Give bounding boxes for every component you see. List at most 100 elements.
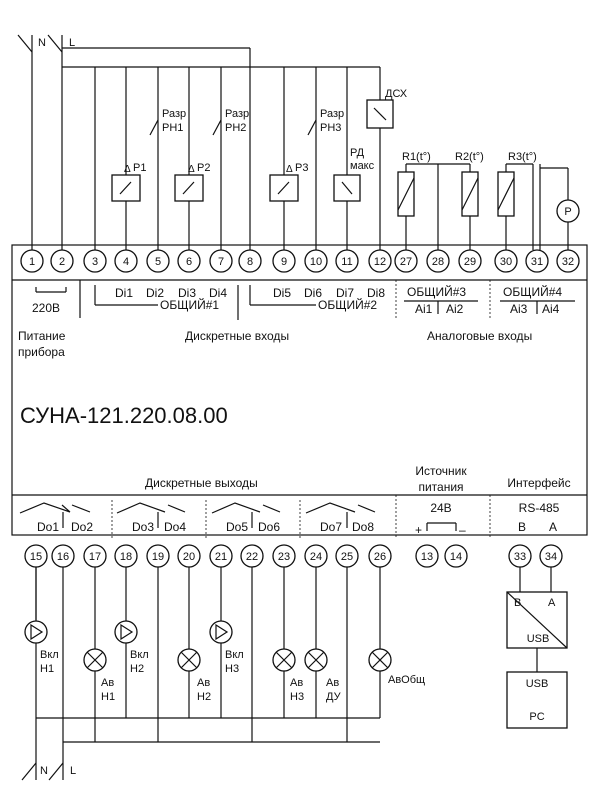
razr-rn3-line2: РН3 xyxy=(320,122,341,134)
do3-label: Do3 xyxy=(132,520,154,534)
mains-l-label: L xyxy=(69,37,75,49)
terminal-number: 15 xyxy=(30,551,42,563)
di6-label: Di6 xyxy=(304,286,322,300)
dsx-label: ДСХ xyxy=(385,88,408,100)
terminal-circle xyxy=(50,249,74,273)
terminal-number: 10 xyxy=(310,256,322,268)
conv-usb: USB xyxy=(527,633,550,645)
terminal-number: 24 xyxy=(310,551,322,563)
terminal-circle xyxy=(525,249,549,273)
terminal-circle xyxy=(556,249,580,273)
enable-contact-rn2: Разр РН2 xyxy=(212,108,249,136)
pc-usb: USB xyxy=(526,678,549,690)
terminal-number: 12 xyxy=(374,256,386,268)
terminal-number: 25 xyxy=(341,551,353,563)
terminal-number: 14 xyxy=(450,551,462,563)
di2-label: Di2 xyxy=(146,286,164,300)
psu-label-1: Источник xyxy=(415,464,467,478)
terminal-circle xyxy=(114,249,138,273)
device-body xyxy=(11,244,588,536)
di5-label: Di5 xyxy=(273,286,291,300)
pressure-sensor-p: P xyxy=(556,199,580,250)
terminal-number: 20 xyxy=(183,551,195,563)
razr-rn3-line1: Разр xyxy=(320,108,344,120)
razr-rn1-line1: Разр xyxy=(162,108,186,120)
terminal-number: 28 xyxy=(432,256,444,268)
power-label-2: прибора xyxy=(18,345,65,359)
terminal-number: 6 xyxy=(186,256,192,268)
terminal-number: 13 xyxy=(421,551,433,563)
vkl-h3-line1: Вкл xyxy=(225,649,244,661)
common2-label: ОБЩИЙ#2 xyxy=(318,297,377,312)
enable-contact-rn1: Разр РН1 xyxy=(149,108,186,136)
psu-voltage: 24В xyxy=(430,501,451,515)
terminal-number: 16 xyxy=(57,551,69,563)
pc-label: PC xyxy=(529,711,544,723)
load-vkl-h1: Вкл Н1 xyxy=(24,620,59,675)
psu-plus: + xyxy=(415,523,422,537)
av-du-line2: ДУ xyxy=(326,691,342,703)
delta-icon: Δ xyxy=(124,164,131,175)
discrete-outputs-label: Дискретные выходы xyxy=(145,476,258,490)
pressure-switch-p1: P1 Δ xyxy=(111,162,146,250)
terminal-number: 32 xyxy=(562,256,574,268)
mains-bottom: N L xyxy=(21,567,381,781)
input-legend: 220В Di1 Di2 Di3 Di4 Di5 Di6 Di7 Di8 ОБЩ… xyxy=(32,280,575,320)
terminal-circle xyxy=(368,249,392,273)
av-h2-line1: Ав xyxy=(197,677,210,689)
do6-label: Do6 xyxy=(258,520,280,534)
rs485-a: A xyxy=(549,520,557,534)
r2-label: R2(t°) xyxy=(455,151,484,163)
rs485-b: B xyxy=(518,520,526,534)
pressure-switch-p2: P2 Δ xyxy=(174,162,210,250)
vkl-h2-line2: Н2 xyxy=(130,663,144,675)
load-vkl-h2: Вкл Н2 xyxy=(114,620,149,675)
av-du-line1: Ав xyxy=(326,677,339,689)
terminal-number: 23 xyxy=(278,551,290,563)
p1-label: P1 xyxy=(133,162,146,174)
mains-n-bottom: N xyxy=(40,765,48,777)
av-h1-line2: Н1 xyxy=(101,691,115,703)
terminal-circle xyxy=(444,544,468,568)
terminal-number: 30 xyxy=(500,256,512,268)
razr-rn2-line1: Разр xyxy=(225,108,249,120)
terminal-number: 29 xyxy=(464,256,476,268)
terminal-circle xyxy=(394,249,418,273)
common4-label: ОБЩИЙ#4 xyxy=(503,284,562,299)
terminal-number: 5 xyxy=(155,256,161,268)
do4-label: Do4 xyxy=(164,520,186,534)
mains-l-bottom: L xyxy=(70,765,76,777)
av-h1-line1: Ав xyxy=(101,677,114,689)
av-h2-line2: Н2 xyxy=(197,691,211,703)
do2-label: Do2 xyxy=(71,520,93,534)
terminal-number: 18 xyxy=(120,551,132,563)
rs485-label: RS-485 xyxy=(519,501,560,515)
usb-converter: B A USB xyxy=(506,567,568,672)
terminal-number: 26 xyxy=(374,551,386,563)
delta-icon: Δ xyxy=(188,164,195,175)
device-title: СУНА-121.220.08.00 xyxy=(20,403,228,428)
psu-label-2: питания xyxy=(418,480,463,494)
terminal-number: 2 xyxy=(59,256,65,268)
ai2-label: Ai2 xyxy=(446,302,464,316)
interface-label: Интерфейс xyxy=(507,476,570,490)
lamp-av-h1: Ав Н1 xyxy=(83,648,115,703)
terminal-circle xyxy=(177,249,201,273)
terminal-number: 7 xyxy=(218,256,224,268)
rd-max-switch: РД макс xyxy=(333,147,375,250)
terminal-number: 31 xyxy=(531,256,543,268)
conv-a: A xyxy=(548,597,556,609)
vkl-h3-line2: Н3 xyxy=(225,663,239,675)
lamp-av-h3: Ав Н3 xyxy=(272,648,304,703)
terminal-circle xyxy=(335,249,359,273)
conv-b: B xyxy=(514,597,521,609)
do1-label: Do1 xyxy=(37,520,59,534)
terminal-number: 8 xyxy=(247,256,253,268)
r3-label: R3(t°) xyxy=(508,151,537,163)
terminal-circle xyxy=(458,249,482,273)
do8-label: Do8 xyxy=(352,520,374,534)
di8-label: Di8 xyxy=(367,286,385,300)
terminal-number: 4 xyxy=(123,256,129,268)
